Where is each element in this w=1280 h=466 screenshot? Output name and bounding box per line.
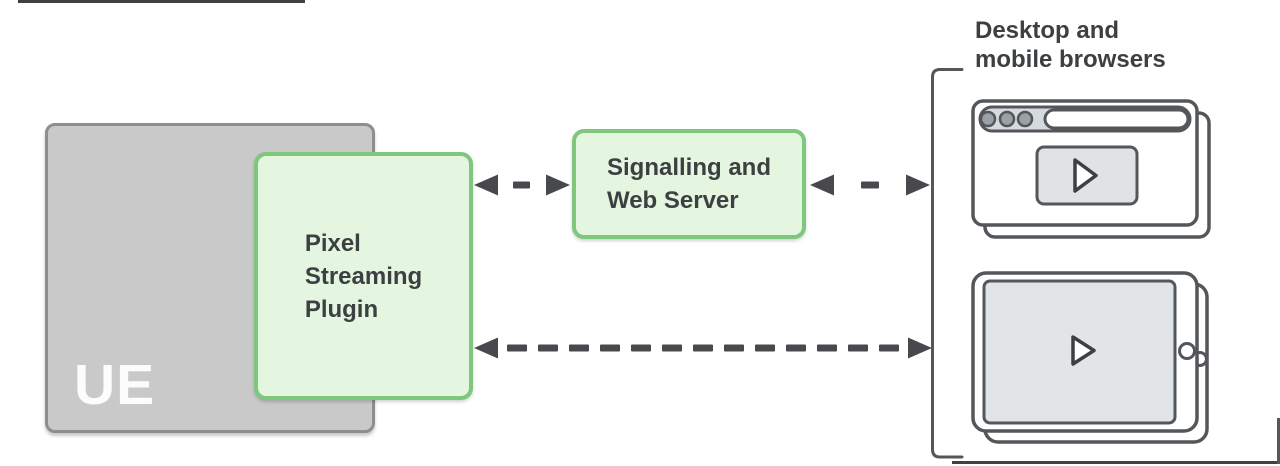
traffic-light-dot-icon (979, 110, 997, 128)
crop-border-bottom (952, 461, 1280, 464)
play-icon (1073, 158, 1098, 193)
dashed-arrow-plugin-browsers-icon (474, 337, 932, 359)
arrow-dash (755, 344, 775, 352)
arrow-dash (600, 344, 620, 352)
play-icon (1071, 335, 1096, 366)
signalling-label-line-2: Web Server (606, 187, 739, 214)
arrow-dash (786, 344, 806, 352)
pixel-streaming-plugin-box: Pixel Streaming Plugin (254, 152, 473, 400)
arrowhead-left (474, 174, 498, 196)
arrow-dash (879, 344, 899, 352)
arrowhead-right (906, 174, 930, 196)
crop-border-right (1277, 418, 1280, 464)
signalling-label-line-1: Signalling and (606, 154, 771, 181)
arrow-dash (861, 181, 879, 189)
arrowhead-right (546, 174, 570, 196)
dashed-arrow-signalling-browsers-icon (810, 174, 930, 196)
plugin-label-line-3: Plugin (304, 295, 379, 323)
arrow-dash (693, 344, 713, 352)
browser-window-icon (971, 99, 1211, 239)
crop-border-top (18, 0, 305, 3)
home-button-icon (1178, 342, 1196, 360)
signalling-web-server-box: Signalling and Web Server (572, 129, 806, 239)
group-bracket (931, 68, 964, 459)
clients-heading-line-2: mobile browsers (975, 46, 1166, 73)
clients-heading-line-1: Desktop and (975, 17, 1120, 44)
arrow-dash (724, 344, 744, 352)
pixel-streaming-plugin-label: Pixel Streaming Plugin (305, 227, 422, 326)
arrow-dash (817, 344, 837, 352)
arrowhead-left (810, 174, 834, 196)
ue-label: UE (74, 353, 156, 417)
arrow-dash (538, 344, 558, 352)
arrow-dash (507, 344, 527, 352)
plugin-label-line-2: Streaming (304, 262, 423, 290)
plugin-label-line-1: Pixel (304, 229, 361, 257)
dashed-arrow-plugin-signalling-icon (474, 174, 570, 196)
clients-heading: Desktop and mobile browsers (975, 16, 1166, 74)
arrow-dash (848, 344, 868, 352)
arrow-dash (631, 344, 651, 352)
tablet-icon (971, 271, 1209, 444)
arrow-dash (662, 344, 682, 352)
arrowhead-left (474, 337, 498, 359)
address-bar (1043, 108, 1190, 130)
traffic-light-dot-icon (998, 110, 1016, 128)
arrow-dash (513, 181, 530, 189)
bracket-path (931, 68, 964, 459)
traffic-light-dot-icon (1016, 110, 1034, 128)
signalling-web-server-label: Signalling and Web Server (607, 151, 771, 217)
arrow-dash (569, 344, 589, 352)
arrowhead-right (908, 337, 932, 359)
